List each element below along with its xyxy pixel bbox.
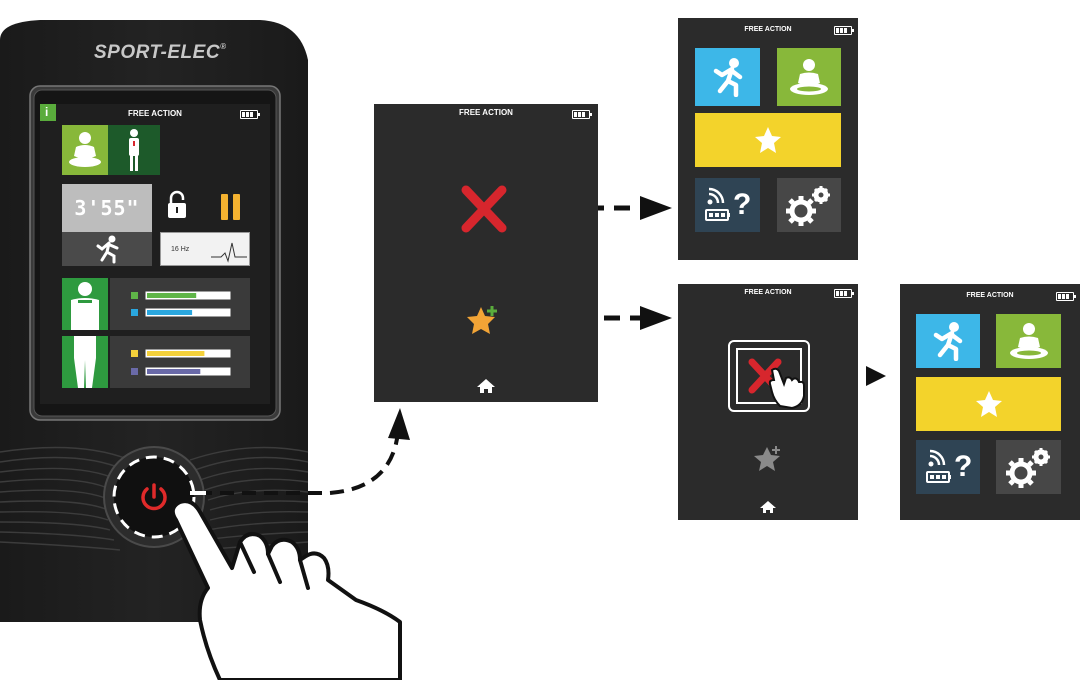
battery-icon xyxy=(1056,292,1076,301)
wifi-battery-help-icon xyxy=(926,449,951,483)
upper-body-zone[interactable] xyxy=(62,278,108,330)
settings-gears-icon xyxy=(786,186,830,226)
star-icon xyxy=(975,391,1002,417)
pause-icon[interactable] xyxy=(218,192,244,222)
hand-pointer-icon xyxy=(170,499,402,680)
top-right-screen-title: FREE ACTION xyxy=(744,26,792,33)
upper-body-icon xyxy=(71,282,99,330)
confirm-cancel-screen: FREE ACTION xyxy=(678,284,858,520)
lock-icon[interactable] xyxy=(166,189,188,221)
brand-registered-mark: ® xyxy=(220,42,227,51)
timer-value: 3'55" xyxy=(74,196,140,220)
meditation-icon xyxy=(1009,323,1048,359)
meditation-icon xyxy=(69,132,101,167)
home-icon[interactable] xyxy=(759,500,777,514)
far-right-screen-title: FREE ACTION xyxy=(966,292,1014,299)
runner-icon xyxy=(713,58,742,97)
info-button[interactable]: i xyxy=(40,104,56,121)
favorite-add-star-icon[interactable] xyxy=(466,304,500,338)
battery-icon xyxy=(240,110,260,119)
center-screen-title: FREE ACTION xyxy=(459,108,513,117)
brand-logo: SPORT-ELEC® xyxy=(94,42,226,64)
help-connectivity-tile[interactable]: ? xyxy=(916,440,980,494)
info-label: i xyxy=(45,105,49,119)
cancel-confirm-button[interactable] xyxy=(728,340,810,412)
battery-icon xyxy=(834,26,854,35)
meditation-icon xyxy=(790,59,828,95)
lower-body-zone[interactable] xyxy=(62,336,108,388)
settings-tile[interactable] xyxy=(777,178,841,232)
help-question-mark: ? xyxy=(733,188,752,221)
favorites-tile[interactable] xyxy=(916,377,1061,431)
frequency-display: 16 Hz xyxy=(160,232,250,266)
favorite-add-star-icon[interactable] xyxy=(754,444,784,474)
favorites-tile[interactable] xyxy=(695,113,841,167)
home-icon[interactable] xyxy=(476,378,496,394)
wifi-battery-help-icon xyxy=(705,187,730,221)
frequency-value: 16 Hz xyxy=(171,246,190,253)
runner-icon xyxy=(96,235,119,264)
power-icon xyxy=(141,483,167,511)
help-question-mark: ? xyxy=(954,450,973,483)
upper-channels-panel xyxy=(110,278,250,330)
pulse-wave-icon xyxy=(211,242,247,263)
relax-program-tile[interactable] xyxy=(996,314,1061,368)
timer-display: 3'55" xyxy=(62,184,152,232)
lower-channels-panel xyxy=(110,336,250,388)
far-right-menu-screen: FREE ACTION ? xyxy=(900,284,1080,520)
relax-program-tile[interactable] xyxy=(777,48,841,106)
tap-hand-icon xyxy=(768,367,805,410)
settings-tile[interactable] xyxy=(996,440,1061,494)
battery-icon xyxy=(834,289,854,298)
battery-icon xyxy=(572,110,592,119)
top-right-menu-screen: FREE ACTION ? xyxy=(678,18,858,260)
lower-body-icon xyxy=(74,336,96,388)
center-screen: FREE ACTION xyxy=(374,104,598,402)
device-screen: i FREE ACTION 3'55" xyxy=(40,104,270,404)
body-zone-tile[interactable] xyxy=(108,125,160,175)
relax-program-tile[interactable] xyxy=(62,125,108,175)
run-program-tile[interactable] xyxy=(695,48,760,106)
run-mode-tile[interactable] xyxy=(62,232,152,266)
run-program-tile[interactable] xyxy=(916,314,980,368)
cancel-x-icon[interactable] xyxy=(460,184,508,234)
star-icon xyxy=(755,127,781,153)
middle-right-screen-title: FREE ACTION xyxy=(744,289,792,296)
power-button[interactable] xyxy=(134,477,174,517)
help-connectivity-tile[interactable]: ? xyxy=(695,178,760,232)
settings-gears-icon xyxy=(1005,448,1050,488)
device-screen-title: FREE ACTION xyxy=(128,109,182,118)
runner-icon xyxy=(933,322,963,361)
body-figure-icon xyxy=(129,129,139,171)
brand-name: SPORT-ELEC xyxy=(94,42,221,63)
